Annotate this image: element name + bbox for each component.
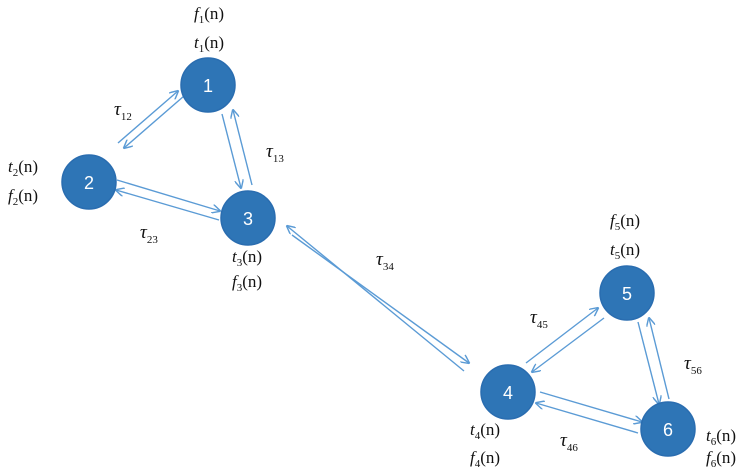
tau-56-symbol: τ (684, 353, 692, 374)
label-t5: t5(n) (610, 240, 640, 262)
tau-12-sub: 12 (121, 111, 132, 123)
label-t5-arg: (n) (620, 240, 640, 259)
node-6-circle (640, 401, 696, 457)
label-t4-arg: (n) (480, 420, 500, 439)
node-3-circle (220, 190, 276, 246)
node-5-label: 5 (622, 284, 632, 304)
tau-12-symbol: τ (114, 99, 122, 120)
label-t2-var: t (8, 157, 14, 176)
label-f3-arg: (n) (242, 272, 262, 291)
label-f5: f5(n) (610, 211, 640, 233)
node-3-label: 3 (243, 209, 253, 229)
label-f2-var: f (8, 186, 15, 205)
tau-46-symbol: τ (560, 430, 568, 451)
label-t3-sub: 3 (237, 257, 243, 269)
node-1-label: 1 (203, 76, 213, 96)
label-f5-arg: (n) (620, 211, 640, 230)
edge-1-3 (221, 110, 253, 188)
label-f1: f1(n) (194, 4, 224, 26)
tau-56: τ56 (684, 353, 702, 377)
label-f4-var: f (470, 448, 477, 467)
tau-34-symbol: τ (376, 249, 384, 270)
node-5-circle (599, 265, 655, 321)
tau-23-symbol: τ (140, 222, 148, 243)
label-f6-sub: 6 (711, 458, 717, 470)
tau-34-sub: 34 (383, 261, 395, 273)
node-4: 4 (480, 364, 536, 420)
label-t1-var: t (194, 33, 200, 52)
label-t6-arg: (n) (716, 426, 736, 445)
label-f4: f4(n) (470, 448, 500, 470)
label-t4-var: t (470, 420, 476, 439)
label-t6-sub: 6 (711, 436, 717, 448)
label-f6-var: f (706, 448, 713, 467)
edge-1-2 (117, 91, 185, 148)
label-f3-sub: 3 (237, 282, 243, 294)
label-t5-var: t (610, 240, 616, 259)
tau-46: τ46 (560, 430, 578, 454)
label-f6-arg: (n) (716, 448, 736, 467)
label-f2-arg: (n) (18, 186, 38, 205)
tau-46-sub: 46 (567, 442, 579, 454)
node-3: 3 (220, 190, 276, 246)
label-f1-sub: 1 (199, 14, 205, 26)
tau-45: τ45 (530, 307, 548, 331)
node-2-circle (61, 154, 117, 210)
edge-2-3 (116, 179, 220, 221)
node-1-circle (180, 57, 236, 113)
label-f3-var: f (232, 272, 239, 291)
tau-23: τ23 (140, 222, 158, 246)
edge-4-5 (525, 308, 605, 372)
node-2-label: 2 (84, 173, 94, 193)
label-f6: f6(n) (706, 448, 736, 470)
label-t1-arg: (n) (204, 33, 224, 52)
tau-56-sub: 56 (691, 365, 703, 377)
label-t1: t1(n) (194, 33, 224, 55)
label-f5-var: f (610, 211, 617, 230)
label-t3-arg: (n) (242, 247, 262, 266)
label-t4: t4(n) (470, 420, 500, 442)
label-f2: f2(n) (8, 186, 38, 208)
edge-5-6 (637, 318, 670, 404)
edge-4-6 (536, 391, 642, 434)
label-f3: f3(n) (232, 272, 262, 294)
node-1: 1 (180, 57, 236, 113)
label-f4-arg: (n) (480, 448, 500, 467)
label-t6: t6(n) (706, 426, 736, 448)
tau-23-sub: 23 (147, 234, 159, 246)
node-4-circle (480, 364, 536, 420)
label-f4-sub: 4 (475, 458, 481, 470)
label-t4-sub: 4 (475, 430, 481, 442)
label-f1-arg: (n) (204, 4, 224, 23)
label-f5-sub: 5 (615, 221, 621, 233)
tau-13-symbol: τ (266, 141, 274, 162)
label-t2-arg: (n) (18, 157, 38, 176)
label-t1-sub: 1 (199, 43, 205, 55)
node-5: 5 (599, 265, 655, 321)
label-t3-var: t (232, 247, 238, 266)
label-t2: t2(n) (8, 157, 38, 179)
label-f1-var: f (194, 4, 201, 23)
label-t5-sub: 5 (615, 250, 621, 262)
label-t3: t3(n) (232, 247, 262, 269)
tau-45-sub: 45 (537, 319, 549, 331)
tau-13: τ13 (266, 141, 284, 165)
edge-3-4 (287, 226, 469, 372)
tau-45-symbol: τ (530, 307, 538, 328)
label-f2-sub: 2 (13, 196, 19, 208)
label-t2-sub: 2 (13, 167, 19, 179)
tau-34: τ34 (376, 249, 394, 273)
node-6: 6 (640, 401, 696, 457)
tau-12: τ12 (114, 99, 132, 123)
node-4-label: 4 (503, 383, 513, 403)
label-t6-var: t (706, 426, 712, 445)
tau-13-sub: 13 (273, 153, 285, 165)
node-6-label: 6 (663, 420, 673, 440)
node-2: 2 (61, 154, 117, 210)
